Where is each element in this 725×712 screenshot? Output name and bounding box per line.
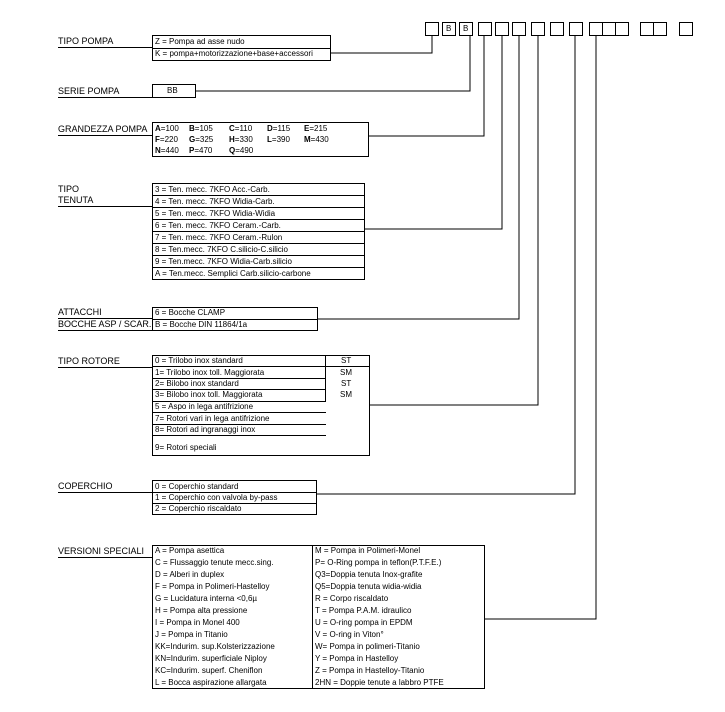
versione-row: G = Lucidatura interna <0,6µ — [155, 594, 258, 603]
tipo-rotore-box — [152, 355, 370, 456]
attacchi-row: 6 = Bocche CLAMP — [155, 308, 226, 317]
tenuta-row: 6 = Ten. mecc. 7KFO Ceram.-Carb. — [155, 221, 281, 230]
tenuta-row: 7 = Ten. mecc. 7KFO Ceram.-Rulon — [155, 233, 283, 242]
tenuta-row: A = Ten.mecc. Semplici Carb.silicio-carb… — [155, 269, 311, 278]
grandezza-item: L=390 — [267, 135, 290, 144]
grandezza-pompa-label: GRANDEZZA POMPA — [58, 124, 148, 134]
coperchio-label: COPERCHIO — [58, 481, 113, 491]
grandezza-item: B=105 — [189, 124, 213, 133]
versione-row: L = Bocca aspirazione allargata — [155, 678, 267, 687]
code-cell-2-text: B — [446, 24, 452, 33]
versione-row: H = Pompa alta pressione — [155, 606, 248, 615]
tipo-pompa-label: TIPO POMPA — [58, 36, 114, 46]
grandezza-item: F=220 — [155, 135, 178, 144]
tipo-pompa-row: Z = Pompa ad asse nudo — [155, 37, 245, 46]
attacchi-label-1: ATTACCHI — [58, 307, 102, 317]
versione-row: KC=Indurim. superf. Cheniflon — [155, 666, 263, 675]
code-cell-7 — [531, 22, 545, 36]
rotore-row: 2= Bilobo inox standard — [155, 379, 239, 388]
versione-row: Q3=Doppia tenuta Inox-grafite — [315, 570, 423, 579]
versione-row: Q5=Doppia tenuta widia-widia — [315, 582, 422, 591]
versione-row: M = Pompa in Polimeri-Monel — [315, 546, 421, 555]
versione-row: C = Flussaggio tenute mecc.sing. — [155, 558, 274, 567]
grandezza-item: Q=490 — [229, 146, 254, 155]
versioni-speciali-label: VERSIONI SPECIALI — [58, 546, 145, 556]
rotore-row: 3= Bilobo inox toll. Maggiorata — [155, 390, 263, 399]
code-cell-15 — [679, 22, 693, 36]
coperchio-box — [152, 480, 317, 515]
serie-pompa-box — [152, 84, 196, 98]
code-cell-1 — [425, 22, 439, 36]
code-cell-12 — [615, 22, 629, 36]
grandezza-pompa-box — [152, 122, 369, 157]
versioni-speciali-box — [152, 545, 485, 689]
versione-row: KN=Indurim. superficiale Niploy — [155, 654, 267, 663]
serie-pompa-value: BB — [167, 86, 178, 95]
code-cell-6 — [512, 22, 526, 36]
rotore-row: 9= Rotori speciali — [155, 443, 217, 452]
grandezza-item: M=430 — [304, 135, 329, 144]
grandezza-item: G=325 — [189, 135, 214, 144]
tenuta-row: 4 = Ten. mecc. 7KFO Widia-Carb. — [155, 197, 275, 206]
grandezza-item: C=110 — [229, 124, 253, 133]
tenuta-row: 8 = Ten.mecc. 7KFO C.silicio-C.silicio — [155, 245, 288, 254]
tenuta-row: 5 = Ten. mecc. 7KFO Widia-Widia — [155, 209, 276, 218]
versione-row: P= O-Ring pompa in teflon(P.T.F.E.) — [315, 558, 442, 567]
tipo-pompa-row: K = pompa+motorizzazione+base+accessori — [155, 49, 313, 58]
attacchi-row: B = Bocche DIN 11864/1a — [155, 320, 248, 329]
grandezza-item: P=470 — [189, 146, 213, 155]
rotore-row: 0 = Trilobo inox standard — [155, 356, 243, 365]
code-cell-3: B — [459, 22, 473, 36]
rotore-row: 8= Rotori ad ingranaggi inox — [155, 425, 256, 434]
versione-row: A = Pompa asettica — [155, 546, 225, 555]
grandezza-item: D=115 — [267, 124, 291, 133]
rotore-row: 1= Trilobo inox toll. Maggiorata — [155, 368, 265, 377]
tipo-rotore-label: TIPO ROTORE — [58, 356, 120, 366]
versione-row: 2HN = Doppie tenute a labbro PTFE — [315, 678, 444, 687]
versione-row: J = Pompa in Titanio — [155, 630, 228, 639]
tenuta-row: 3 = Ten. mecc. 7KFO Acc.-Carb. — [155, 185, 270, 194]
versione-row: R = Corpo riscaldato — [315, 594, 389, 603]
versione-row: W= Pompa in polimeri-Titanio — [315, 642, 420, 651]
rotore-code: ST — [341, 379, 352, 388]
grandezza-item: A=100 — [155, 124, 179, 133]
code-cell-3-text: B — [463, 24, 469, 33]
versione-row: T = Pompa P.A.M. idraulico — [315, 606, 412, 615]
versione-row: Y = Pompa in Hastelloy — [315, 654, 399, 663]
code-cell-9 — [569, 22, 583, 36]
versione-row: Z = Pompa in Hastelloy-Titanio — [315, 666, 425, 675]
grandezza-item: H=330 — [229, 135, 253, 144]
code-cell-14 — [653, 22, 667, 36]
code-cell-4 — [478, 22, 492, 36]
versione-row: I = Pompa in Monel 400 — [155, 618, 240, 627]
versione-row: F = Pompa in Polimeri-Hastelloy — [155, 582, 270, 591]
attacchi-label-2: BOCCHE ASP / SCAR. — [58, 319, 152, 329]
serie-pompa-label: SERIE POMPA — [58, 86, 120, 96]
code-cell-8 — [550, 22, 564, 36]
rotore-code: ST — [341, 356, 352, 365]
code-cell-2: B — [442, 22, 456, 36]
versione-row: U = O-ring pompa in EPDM — [315, 618, 413, 627]
grandezza-item: E=215 — [304, 124, 328, 133]
coperchio-row: 2 = Coperchio riscaldato — [155, 504, 242, 513]
rotore-code: SM — [340, 368, 352, 377]
tenuta-row: 9 = Ten.mecc. 7KFO Widia-Carb.silicio — [155, 257, 293, 266]
versione-row: V = O-ring in Viton° — [315, 630, 384, 639]
versione-row: KK=Indurim. sup.Kolsterizzazione — [155, 642, 275, 651]
coperchio-row: 1 = Coperchio con valvola by-pass — [155, 493, 278, 502]
rotore-row: 7= Rotori vari in lega antifrizione — [155, 414, 270, 423]
code-cell-5 — [495, 22, 509, 36]
rotore-code: SM — [340, 390, 352, 399]
rotore-row: 5 = Aspo in lega antifrizione — [155, 402, 254, 411]
versione-row: D = Alberi in duplex — [155, 570, 225, 579]
coperchio-row: 0 = Coperchio standard — [155, 482, 239, 491]
tipo-tenuta-label-1: TIPO — [58, 184, 80, 194]
grandezza-item: N=440 — [155, 146, 179, 155]
tipo-tenuta-label-2: TENUTA — [58, 195, 94, 205]
